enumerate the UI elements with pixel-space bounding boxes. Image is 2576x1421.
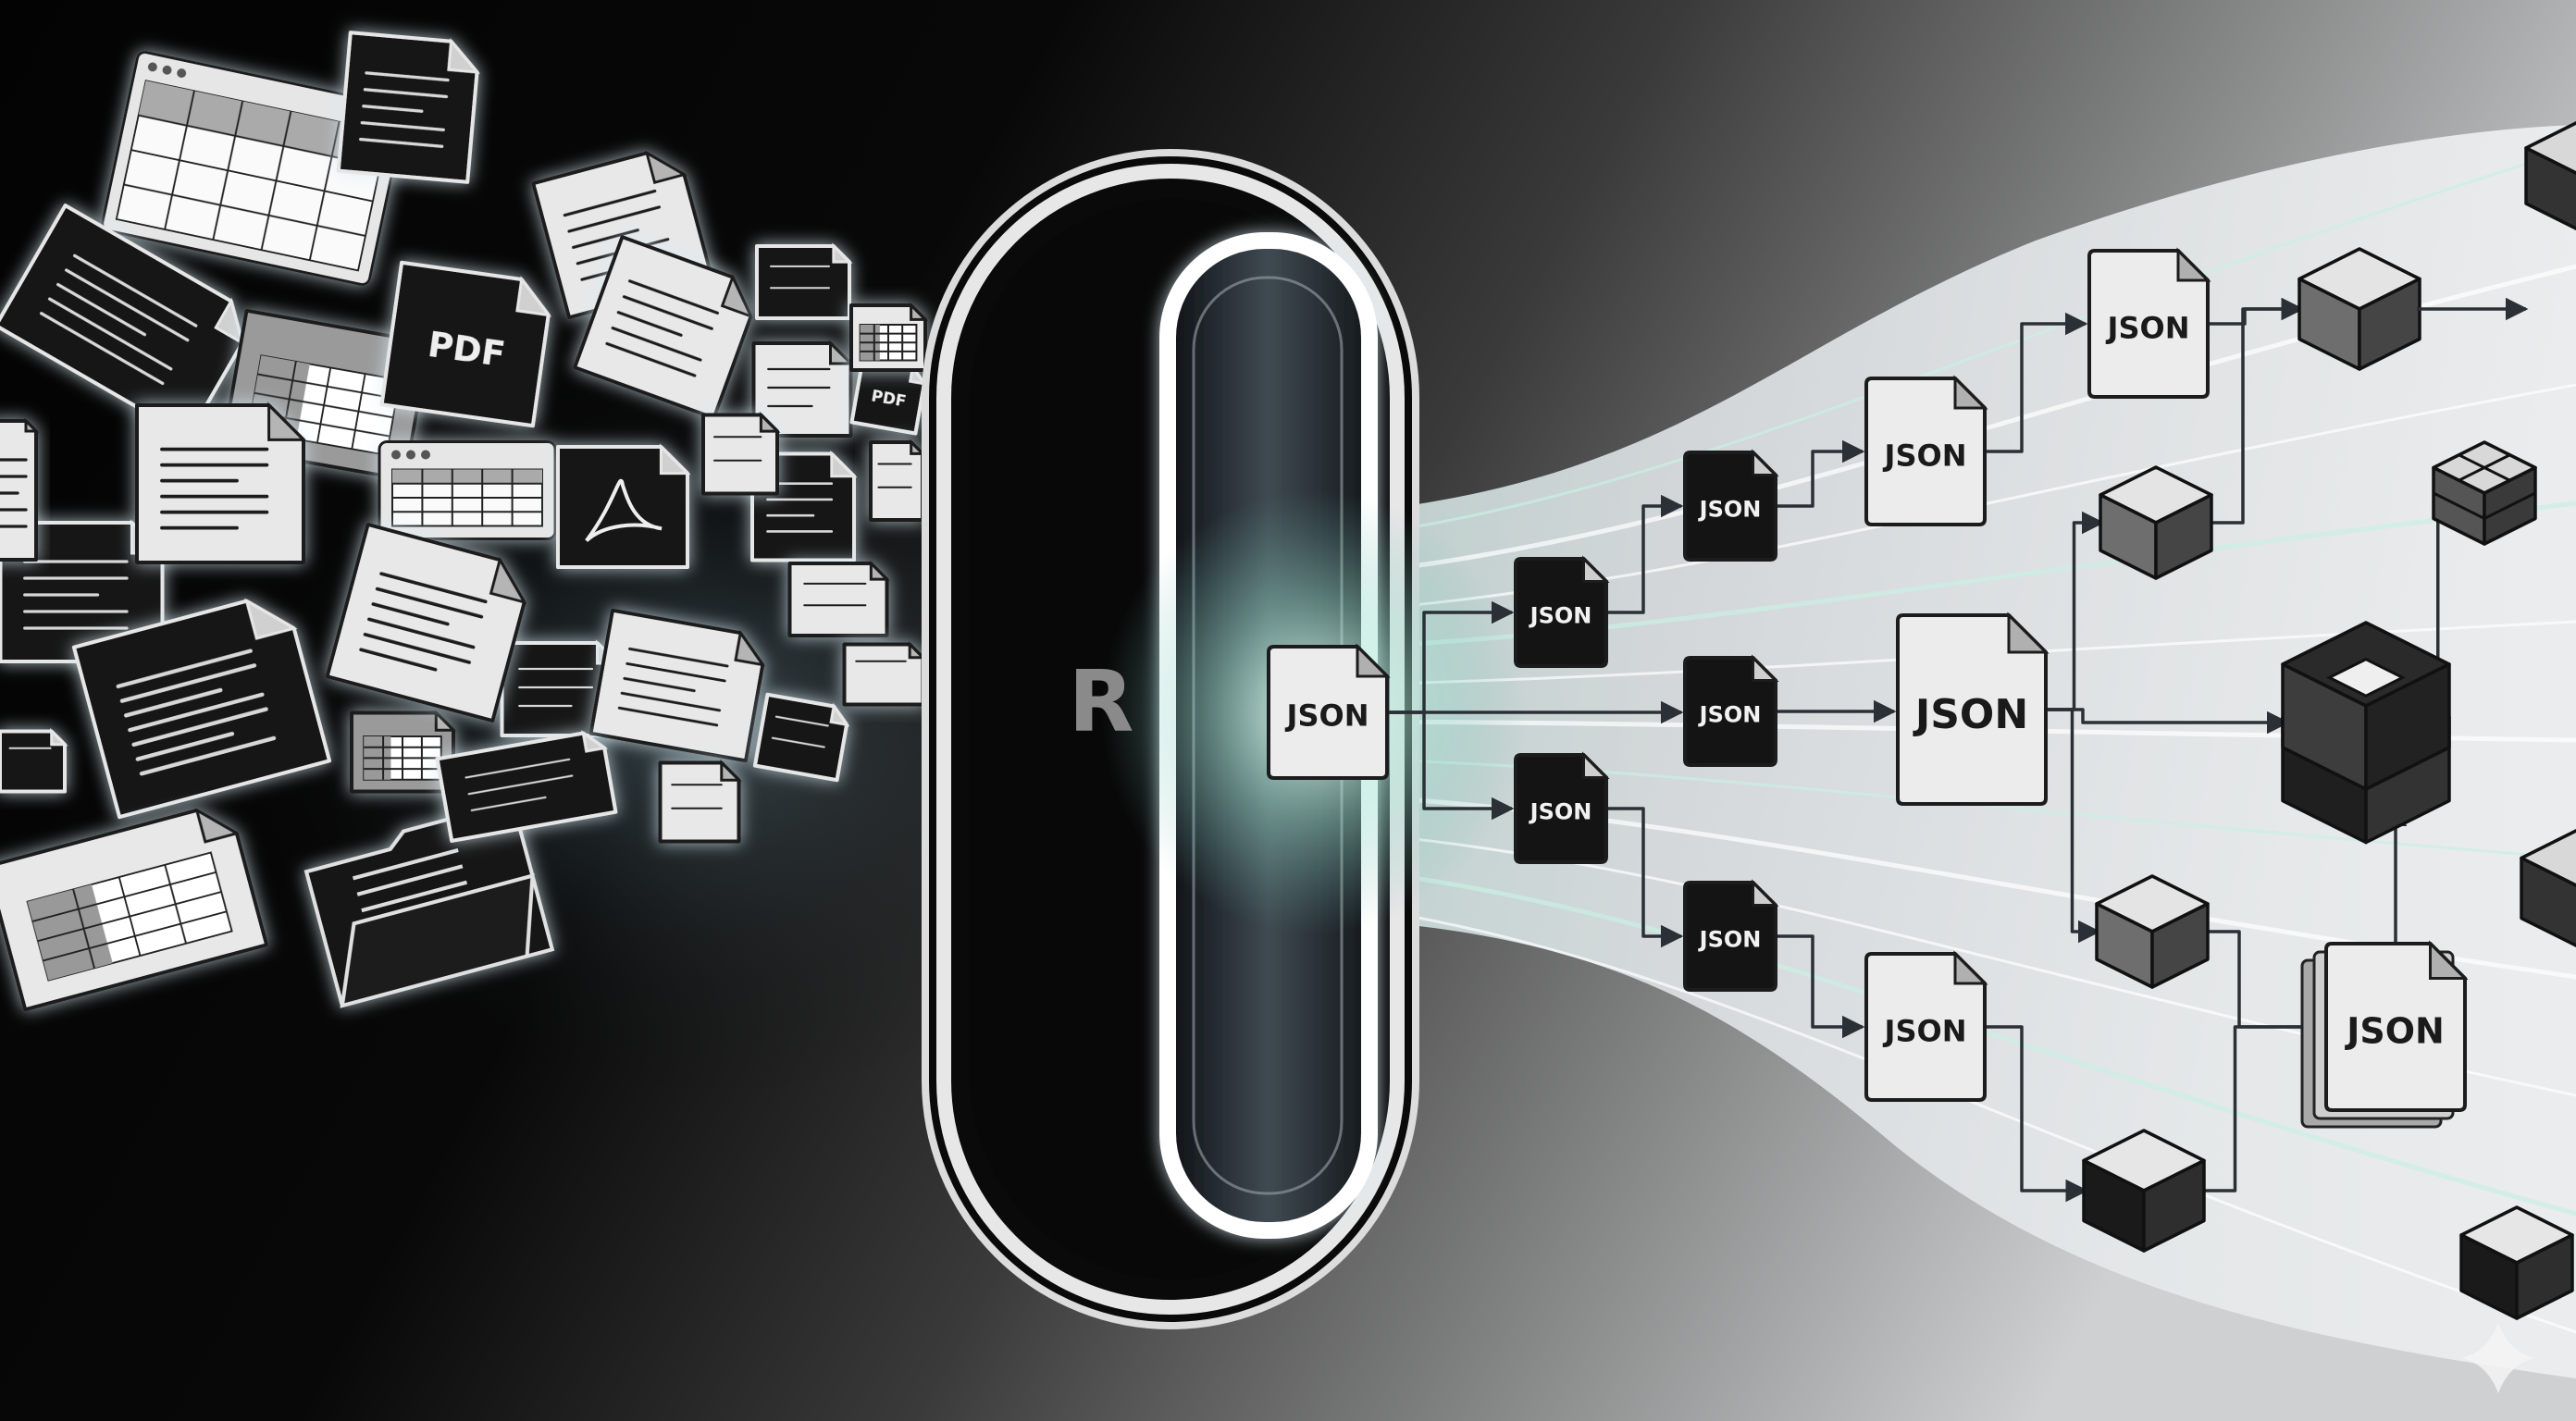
text-document-icon: [71, 598, 332, 820]
connector-arrow: [1776, 439, 1865, 508]
json-label: JSON: [2106, 310, 2190, 345]
pdf-document-icon: PDF: [379, 260, 552, 428]
connector-arrow: [1776, 934, 1865, 1039]
connector-arrow: [1985, 1025, 2088, 1203]
spreadsheet-document-icon: [0, 807, 269, 1012]
json-label: JSON: [1883, 1013, 1967, 1048]
text-document-icon: [842, 640, 927, 707]
cube-icon: [2082, 1129, 2206, 1253]
connector-arrow: [2198, 1015, 2325, 1192]
json-file-node: JSON: [2300, 940, 2469, 1129]
json-file-node: JSON: [1514, 555, 1610, 668]
json-label: JSON: [1698, 927, 1762, 953]
pdf-document-icon: [556, 443, 691, 569]
json-output-nodes: JSON JSON JSON JSON JSON JSON JSON JSON JSON JSON…: [1267, 247, 2469, 1129]
json-file-node: JSON: [1683, 449, 1779, 562]
connector-arrow: [1606, 807, 1684, 948]
json-file-node: JSON: [1864, 950, 1988, 1102]
json-label: JSON: [1285, 698, 1369, 734]
cube-icon: [2459, 1205, 2574, 1320]
cube-icon: [2417, 121, 2576, 947]
connector-arrow: [1606, 494, 1684, 614]
json-file-node: JSON: [1683, 879, 1779, 992]
cube-icon: [2432, 440, 2537, 546]
text-document-icon: [869, 439, 926, 522]
spreadsheet-document-icon: [350, 709, 457, 794]
text-document-icon: [0, 417, 40, 562]
flow-stream-line: [1276, 146, 2576, 548]
json-file-node: JSON: [1514, 751, 1610, 864]
cube-icon: [2099, 465, 2213, 580]
text-document-icon: [336, 31, 481, 184]
json-file-node: JSON: [1683, 654, 1779, 767]
text-document-icon: [751, 340, 855, 438]
text-document-icon: [787, 560, 891, 637]
cube-icon: [2095, 874, 2210, 989]
text-document-icon: [0, 519, 167, 663]
connector-arrow: [2206, 297, 2304, 525]
cube-icon: [2297, 247, 2421, 371]
json-label: JSON: [2344, 1011, 2445, 1052]
json-label: JSON: [1698, 497, 1762, 523]
structured-data-cubes: [2082, 121, 2576, 1320]
json-file-node: JSON: [1896, 612, 2050, 806]
text-document-icon: [701, 411, 781, 496]
json-label: JSON: [1913, 691, 2028, 738]
flow-connectors: [1387, 297, 2456, 1203]
cube-icon: [2281, 621, 2451, 845]
text-document-icon: [658, 759, 743, 844]
json-file-node: JSON: [2087, 247, 2211, 399]
connector-arrow: [2046, 708, 2101, 944]
connector-arrow: [1985, 312, 2088, 453]
text-document-icon: [752, 692, 850, 783]
json-label: JSON: [1529, 799, 1592, 825]
text-document-icon: [435, 730, 618, 843]
text-document-icon: [0, 727, 68, 794]
json-file-node: JSON: [1267, 643, 1391, 780]
portal-logo: R: [1069, 652, 1134, 751]
json-label: JSON: [1698, 702, 1762, 728]
text-document-icon: [573, 235, 754, 420]
spreadsheet-document-icon: [849, 302, 929, 372]
text-document-icon: [325, 522, 527, 723]
acrobat-icon: [585, 478, 663, 542]
spreadsheet-document-icon: [378, 440, 557, 540]
spreadsheet-document-icon: [101, 50, 406, 287]
text-document-icon: [135, 402, 307, 564]
text-document-icon: [0, 204, 245, 439]
json-label: JSON: [1883, 438, 1967, 473]
json-label: JSON: [1529, 603, 1592, 629]
connector-arrow: [1387, 710, 1515, 821]
folder-icon: [303, 799, 555, 1008]
text-document-icon: [755, 242, 853, 320]
json-file-node: JSON: [1864, 375, 1988, 526]
flow-stream-line: [1276, 896, 2576, 1334]
sparkle-icon: [2461, 1323, 2535, 1393]
text-document-icon: [588, 608, 766, 763]
